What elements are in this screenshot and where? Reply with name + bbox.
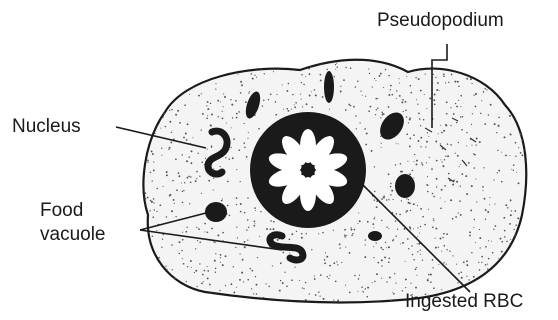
nucleus-label: Nucleus xyxy=(12,116,81,138)
food-vacuole-label-line2: vacuole xyxy=(40,224,106,246)
ingested-rbc xyxy=(250,112,366,228)
pseudopodium-label: Pseudopodium xyxy=(377,10,504,32)
food-vacuole-label-line1: Food xyxy=(40,200,83,222)
ingested-rbc-label: Ingested RBC xyxy=(405,291,523,313)
